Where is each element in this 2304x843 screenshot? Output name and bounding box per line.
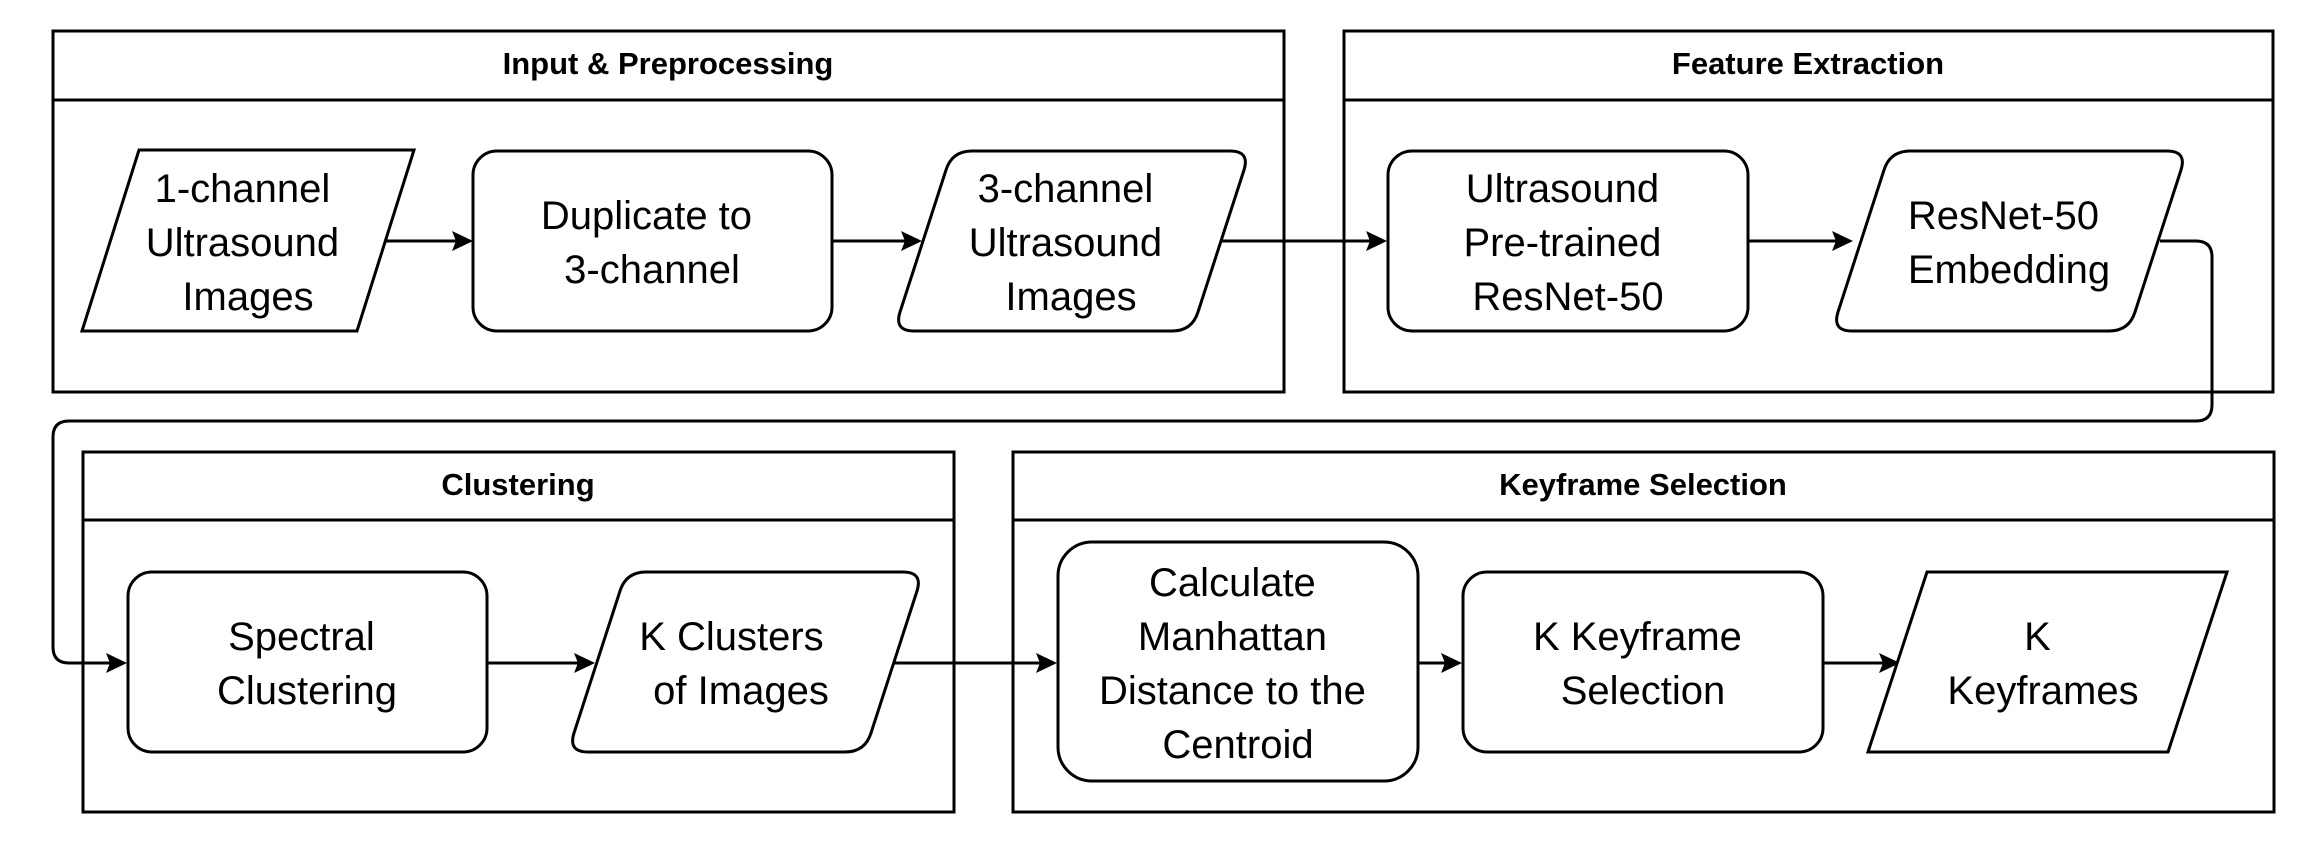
group-title-clustering: Clustering <box>441 467 594 502</box>
node-resnet50-embedding-label: ResNet-50 Embedding <box>1908 194 2110 292</box>
group-title-input-preprocessing: Input & Preprocessing <box>503 46 834 81</box>
node-one-channel-images: 1-channel Ultrasound Images <box>79 148 417 333</box>
node-duplicate-to-3-channel: Duplicate to 3-channel <box>471 149 834 333</box>
node-k-clusters-of-images: K Clusters of Images <box>571 570 920 754</box>
group-title-keyframe-selection: Keyframe Selection <box>1499 467 1787 502</box>
node-ultrasound-pretrained-resnet50-label: Ultrasound Pre-trained ResNet-50 <box>1464 167 1673 319</box>
connector-spectral-to-k-clusters <box>487 653 595 673</box>
group-feature-extraction: Feature Extraction <box>1342 29 2275 394</box>
group-keyframe-selection: Keyframe Selection <box>1011 450 2276 814</box>
node-calculate-manhattan-distance-label: Calculate Manhattan Distance to the Cent… <box>1099 561 1377 767</box>
node-k-keyframes-label: K Keyframes <box>1947 615 2138 713</box>
node-spectral-clustering-label: Spectral Clustering <box>217 615 397 713</box>
connector-duplicate-to-three-channel <box>832 231 922 251</box>
connector-k-selection-to-k-keyframes <box>1823 653 1900 673</box>
node-calculate-manhattan-distance: Calculate Manhattan Distance to the Cent… <box>1056 540 1420 783</box>
node-ultrasound-pretrained-resnet50: Ultrasound Pre-trained ResNet-50 <box>1386 149 1750 333</box>
connector-manhattan-to-k-selection <box>1418 653 1462 673</box>
connector-resnet-to-embedding <box>1748 231 1853 251</box>
connectors <box>51 231 2214 673</box>
node-resnet50-embedding: ResNet-50 Embedding <box>1835 149 2184 333</box>
node-k-clusters-of-images-label: K Clusters of Images <box>639 615 835 713</box>
connector-one-channel-to-duplicate <box>381 231 473 251</box>
node-k-keyframe-selection: K Keyframe Selection <box>1461 570 1825 754</box>
group-clustering: Clustering <box>81 450 956 814</box>
node-duplicate-to-3-channel-label: Duplicate to 3-channel <box>541 194 763 292</box>
connector-embedding-to-spectral <box>51 239 2214 673</box>
node-three-channel-images-label: 3-channel Ultrasound Images <box>969 167 1174 319</box>
node-k-keyframes: K Keyframes <box>1865 570 2230 754</box>
group-title-feature-extraction: Feature Extraction <box>1672 46 1944 81</box>
connector-k-clusters-to-manhattan <box>894 653 1057 673</box>
connector-three-channel-to-resnet <box>1220 231 1387 251</box>
node-one-channel-images-label: 1-channel Ultrasound Images <box>146 167 351 319</box>
node-k-keyframe-selection-label: K Keyframe Selection <box>1533 615 1753 713</box>
group-input-preprocessing: Input & Preprocessing <box>51 29 1286 394</box>
node-spectral-clustering: Spectral Clustering <box>126 570 489 754</box>
node-three-channel-images: 3-channel Ultrasound Images <box>897 149 1247 333</box>
